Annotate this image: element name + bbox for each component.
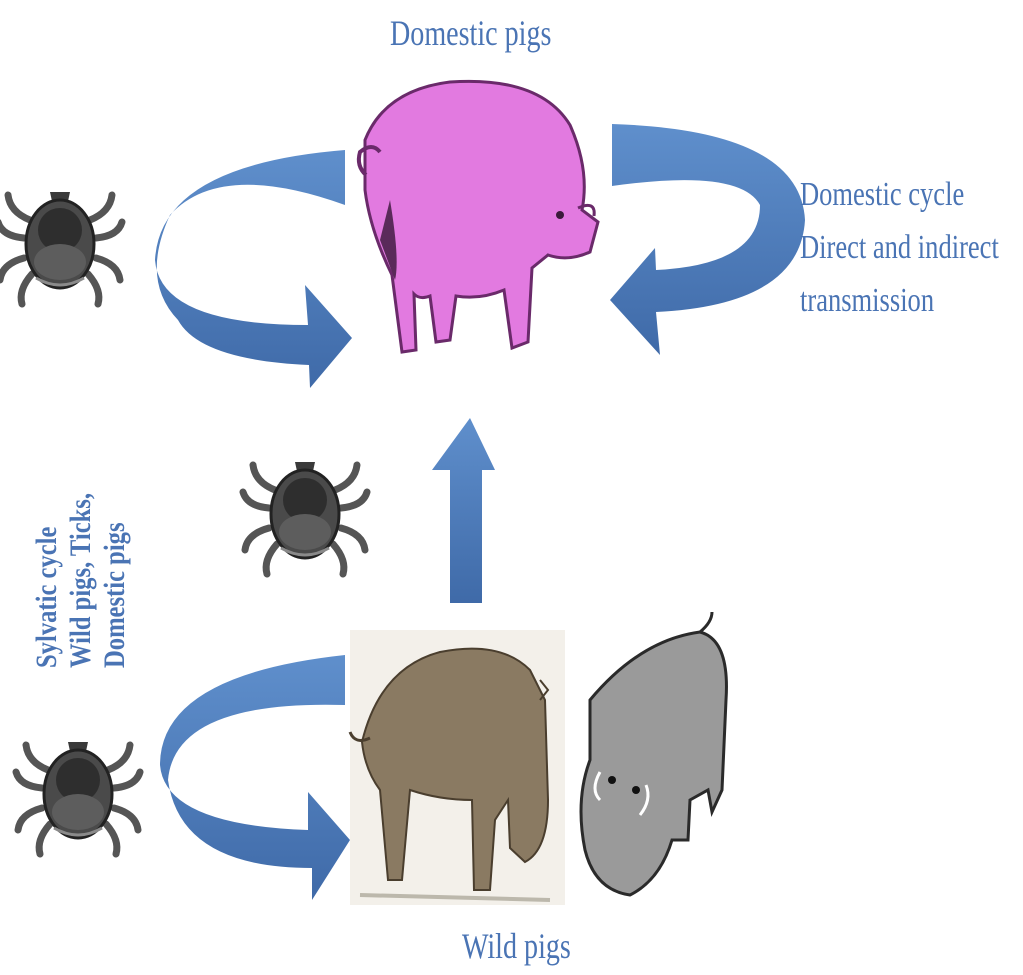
tick-icon bbox=[243, 462, 367, 574]
curved-arrow-left-top bbox=[155, 150, 352, 388]
sylvatic-cycle-line-1: Sylvatic cycle bbox=[30, 493, 64, 668]
domestic-cycle-line-1: Domestic cycle bbox=[800, 168, 999, 221]
wild-boar-image bbox=[350, 630, 565, 905]
up-arrow bbox=[432, 418, 495, 603]
domestic-pigs-label: Domestic pigs bbox=[390, 12, 551, 54]
sylvatic-cycle-line-2: Wild pigs, Ticks, bbox=[64, 493, 98, 668]
sylvatic-cycle-line-3: Domestic pigs bbox=[98, 493, 132, 668]
warthog-image bbox=[581, 612, 726, 895]
sylvatic-cycle-label: Sylvatic cycle Wild pigs, Ticks, Domesti… bbox=[30, 455, 132, 668]
domestic-cycle-line-2: Direct and indirect bbox=[800, 221, 999, 274]
domestic-cycle-line-3: transmission bbox=[800, 274, 999, 327]
tick-icon bbox=[16, 742, 140, 854]
domestic-pig-image bbox=[359, 81, 598, 352]
wild-pigs-label: Wild pigs bbox=[462, 925, 571, 967]
domestic-cycle-label: Domestic cycle Direct and indirect trans… bbox=[800, 168, 999, 327]
curved-arrow-right-top bbox=[610, 124, 805, 355]
tick-icon bbox=[0, 192, 122, 304]
curved-arrow-left-bottom bbox=[160, 655, 350, 900]
